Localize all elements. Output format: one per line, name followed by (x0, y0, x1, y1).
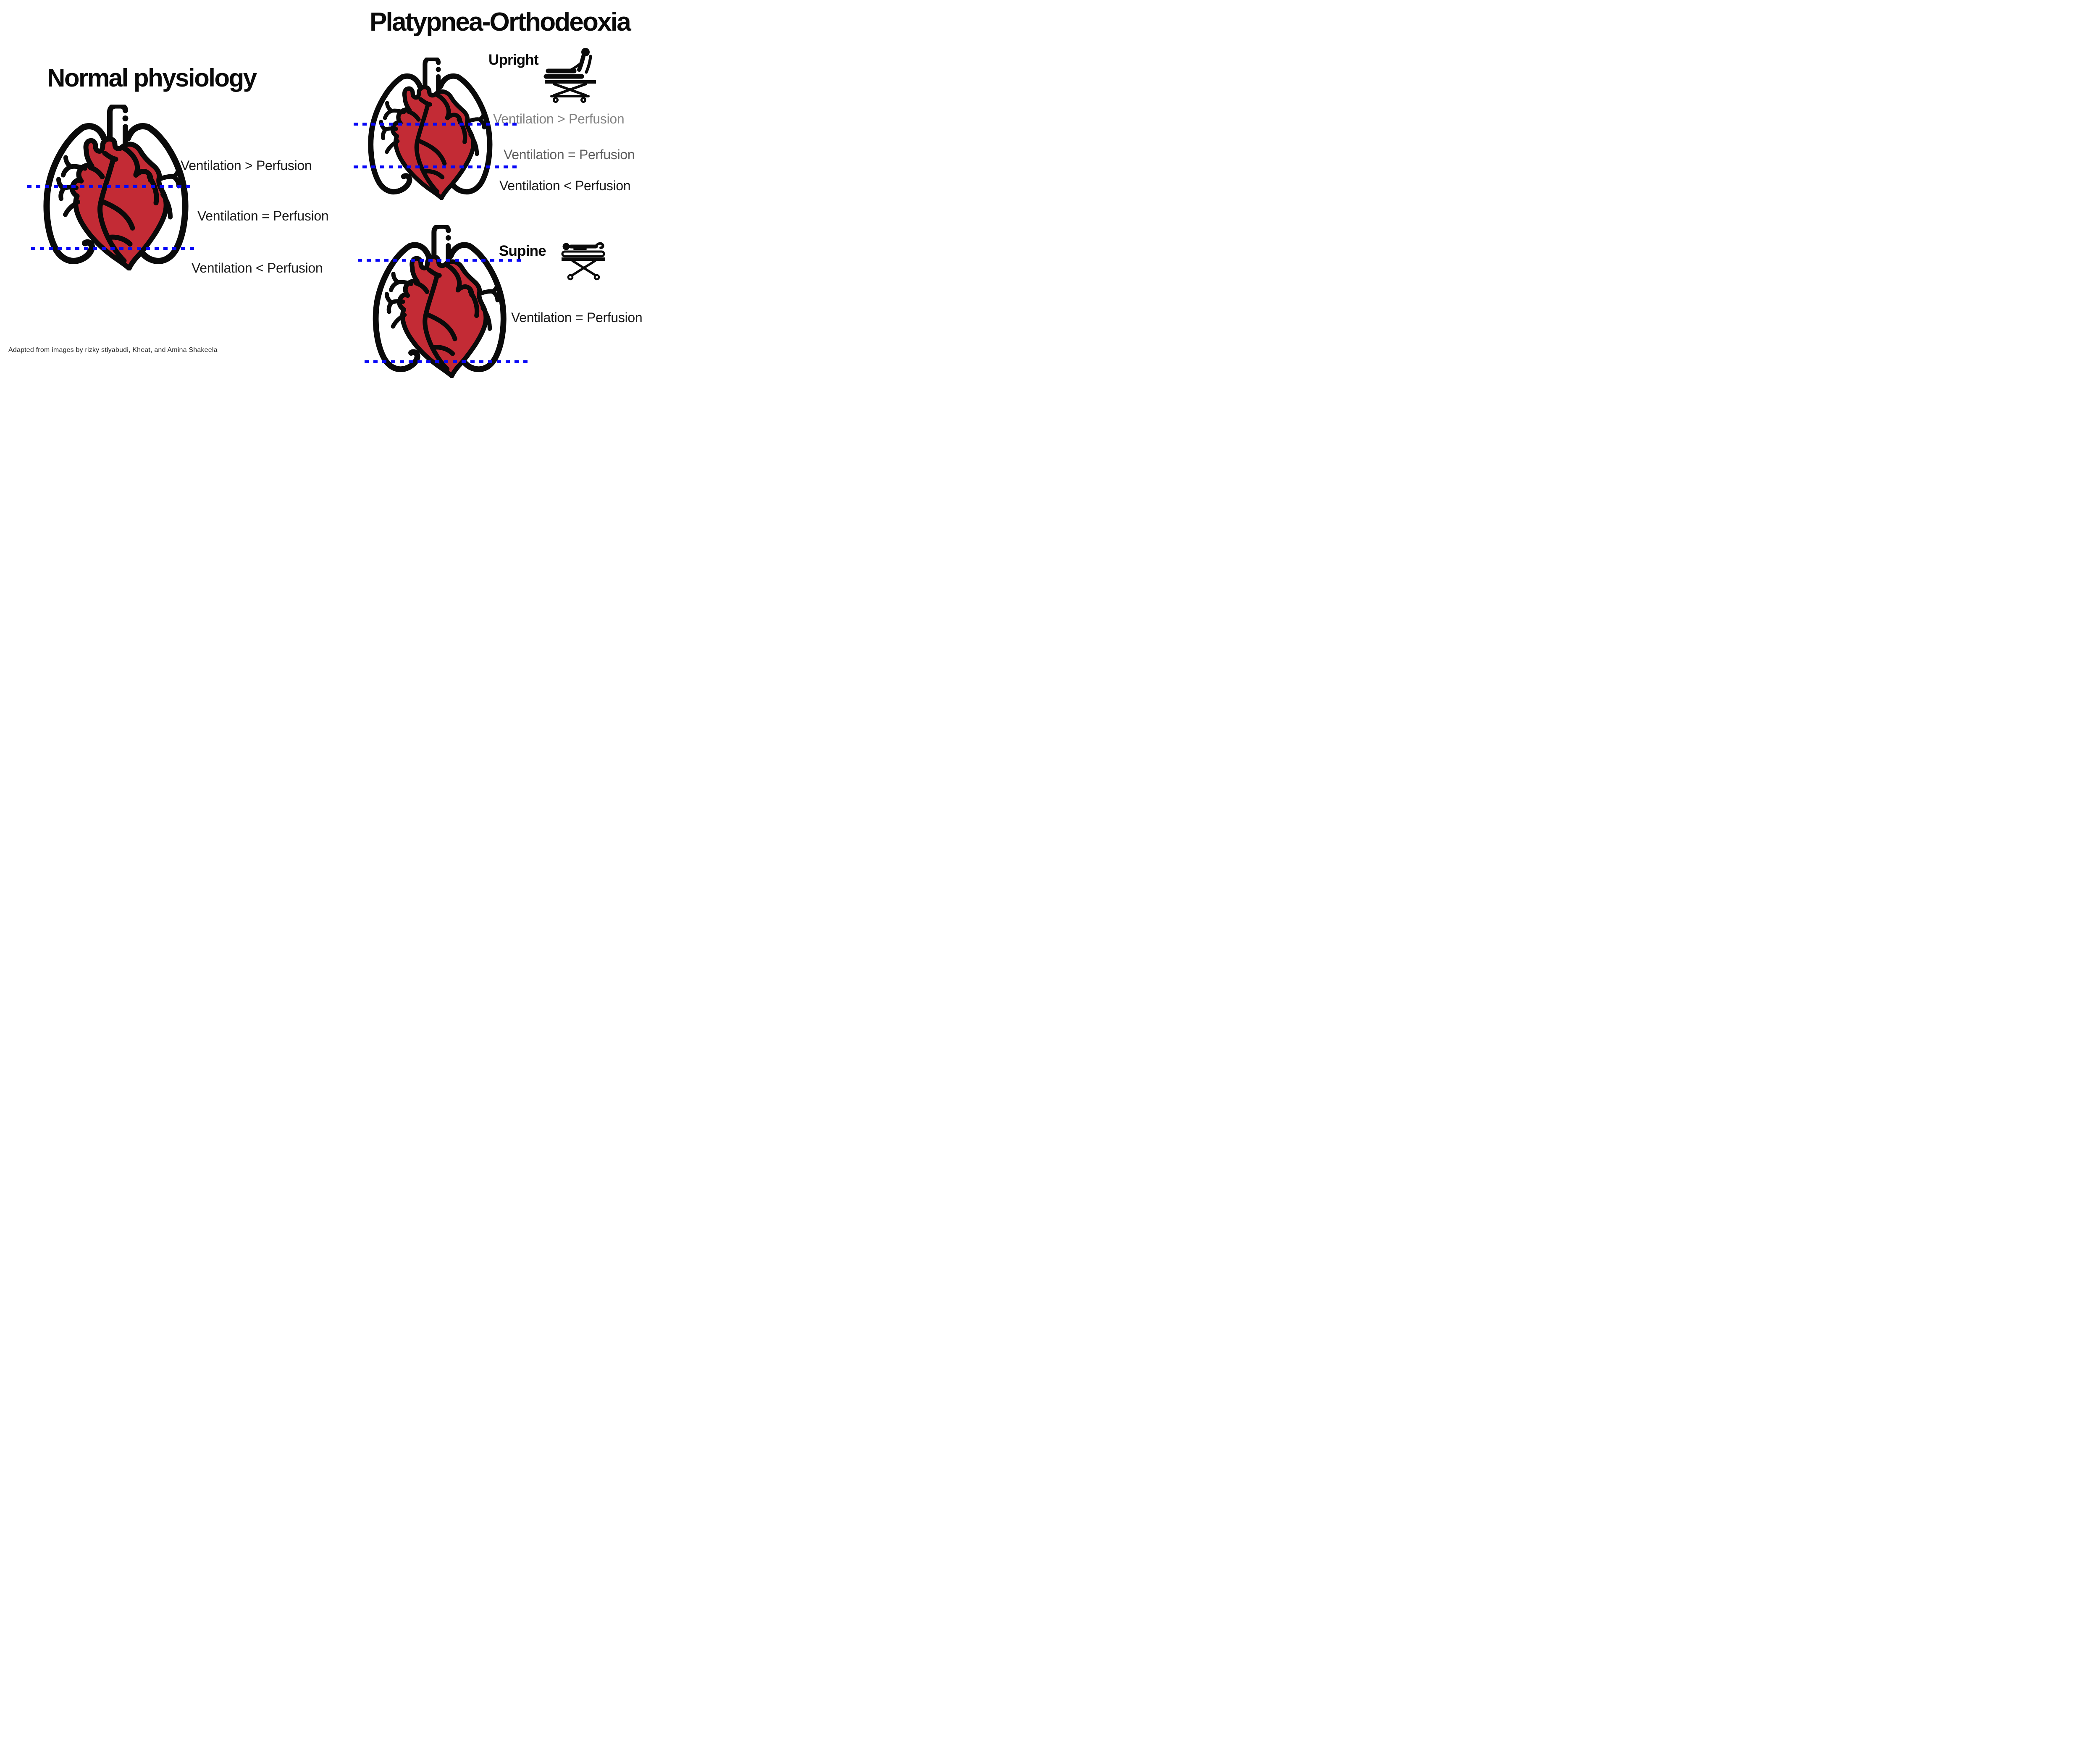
stretcher-lying-icon (561, 242, 605, 281)
dashed-zone-line (354, 165, 518, 168)
attribution-text: Adapted from images by rizky stiyabudi, … (8, 346, 218, 354)
wheel (553, 97, 559, 103)
person-torso (577, 54, 585, 72)
dashed-zone-line (27, 185, 193, 188)
zone-label: Ventilation = Perfusion (197, 208, 329, 223)
backrest (585, 55, 592, 74)
person-knees (594, 242, 604, 249)
stretcher-platform (545, 80, 596, 84)
normal-physiology-title: Normal physiology (47, 64, 257, 92)
heart-lungs-figure-upright (366, 58, 496, 200)
wheel (580, 97, 586, 103)
zone-label: Ventilation < Perfusion (192, 260, 323, 275)
wheel (593, 274, 600, 281)
wheel (567, 274, 574, 281)
dashed-zone-line (365, 360, 529, 363)
dashed-zone-line (358, 259, 524, 262)
person-head (562, 243, 570, 250)
zone-label: Ventilation = Perfusion (511, 310, 643, 325)
dashed-zone-line (31, 247, 196, 250)
stretcher-platform (562, 257, 605, 261)
person-head (581, 48, 590, 56)
heart-lungs-figure-supine (371, 225, 510, 378)
stretcher-sitting-icon (543, 48, 596, 103)
supine-label: Supine (499, 243, 546, 259)
stretcher-legs (571, 260, 596, 276)
infographic-canvas: Normal physiology Ventilation > Perfusio… (0, 0, 648, 380)
zone-label: Ventilation < Perfusion (499, 178, 631, 193)
stretcher-legs (553, 83, 587, 97)
zone-label: Ventilation = Perfusion (504, 147, 635, 162)
upright-label: Upright (488, 52, 539, 68)
platypnea-orthodeoxia-title: Platypnea-Orthodeoxia (370, 8, 631, 37)
zone-label: Ventilation > Perfusion (181, 158, 312, 173)
mattress (561, 250, 605, 257)
dashed-zone-line (354, 123, 518, 126)
